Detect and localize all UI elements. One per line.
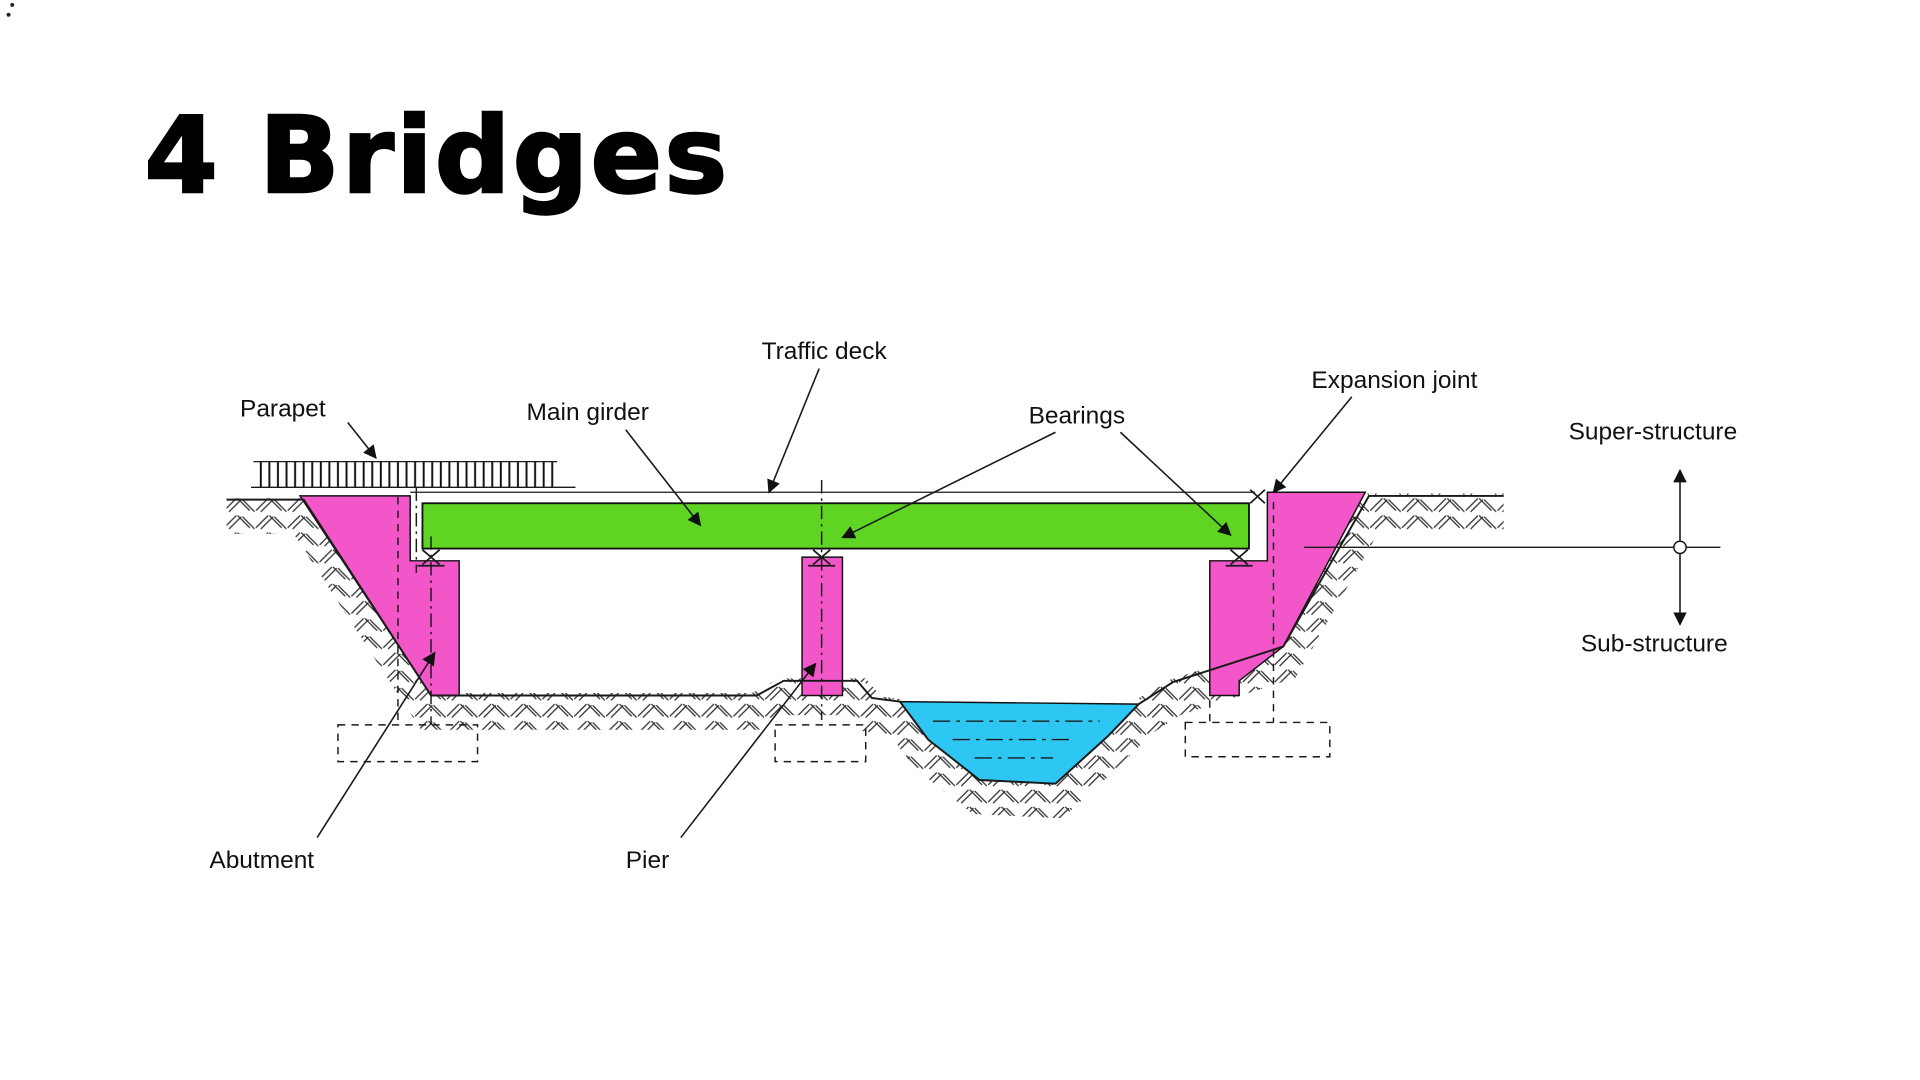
water-dashes: [933, 720, 1100, 759]
abutment-arrow: [316, 651, 436, 838]
stray-dots: [6, 2, 15, 17]
pier-label: Pier: [626, 847, 670, 874]
abutment-right-shape: [1209, 491, 1367, 697]
main-girder-shape: [421, 502, 1250, 550]
pier-arrow: [680, 662, 817, 839]
bearings-label: Bearings: [1029, 403, 1126, 430]
parapet-lines: [251, 460, 576, 489]
abutment-footing-right: [1184, 721, 1331, 758]
footings: [337, 721, 1331, 763]
parapet-arrow: [347, 421, 377, 460]
structure-divider: Super-structure Sub-structure: [1304, 419, 1738, 657]
terrain-surface-line: [226, 494, 1504, 785]
parapet-hatch: [254, 461, 556, 488]
traffic-deck-label: Traffic deck: [762, 338, 888, 365]
bearing-right: [1225, 549, 1253, 567]
abutment-label: Abutment: [209, 847, 314, 874]
sub-structure-label: Sub-structure: [1581, 630, 1728, 657]
callouts: Parapet Main girder Traffic deck Bearing…: [209, 338, 1477, 874]
expansion-joint-mark: [1249, 489, 1266, 504]
traffic-deck-arrow: [767, 368, 820, 494]
bearings-arrow-left: [841, 431, 1056, 539]
parapet-railing: [251, 460, 576, 489]
expansion-joint-arrow: [1272, 396, 1353, 494]
parapet-label: Parapet: [240, 395, 326, 422]
page-title: 4 Bridges: [144, 94, 729, 217]
hidden-lines: [397, 480, 1275, 725]
expansion-joint-label: Expansion joint: [1311, 367, 1477, 394]
abutment-footing-left: [337, 724, 479, 763]
super-structure-label: Super-structure: [1569, 419, 1738, 446]
main-girder-arrow: [625, 429, 702, 527]
bearings-arrow-right: [1119, 431, 1232, 537]
pier-footing: [774, 724, 867, 763]
divider-pivot-circle: [1673, 540, 1687, 555]
main-girder-label: Main girder: [527, 399, 649, 426]
